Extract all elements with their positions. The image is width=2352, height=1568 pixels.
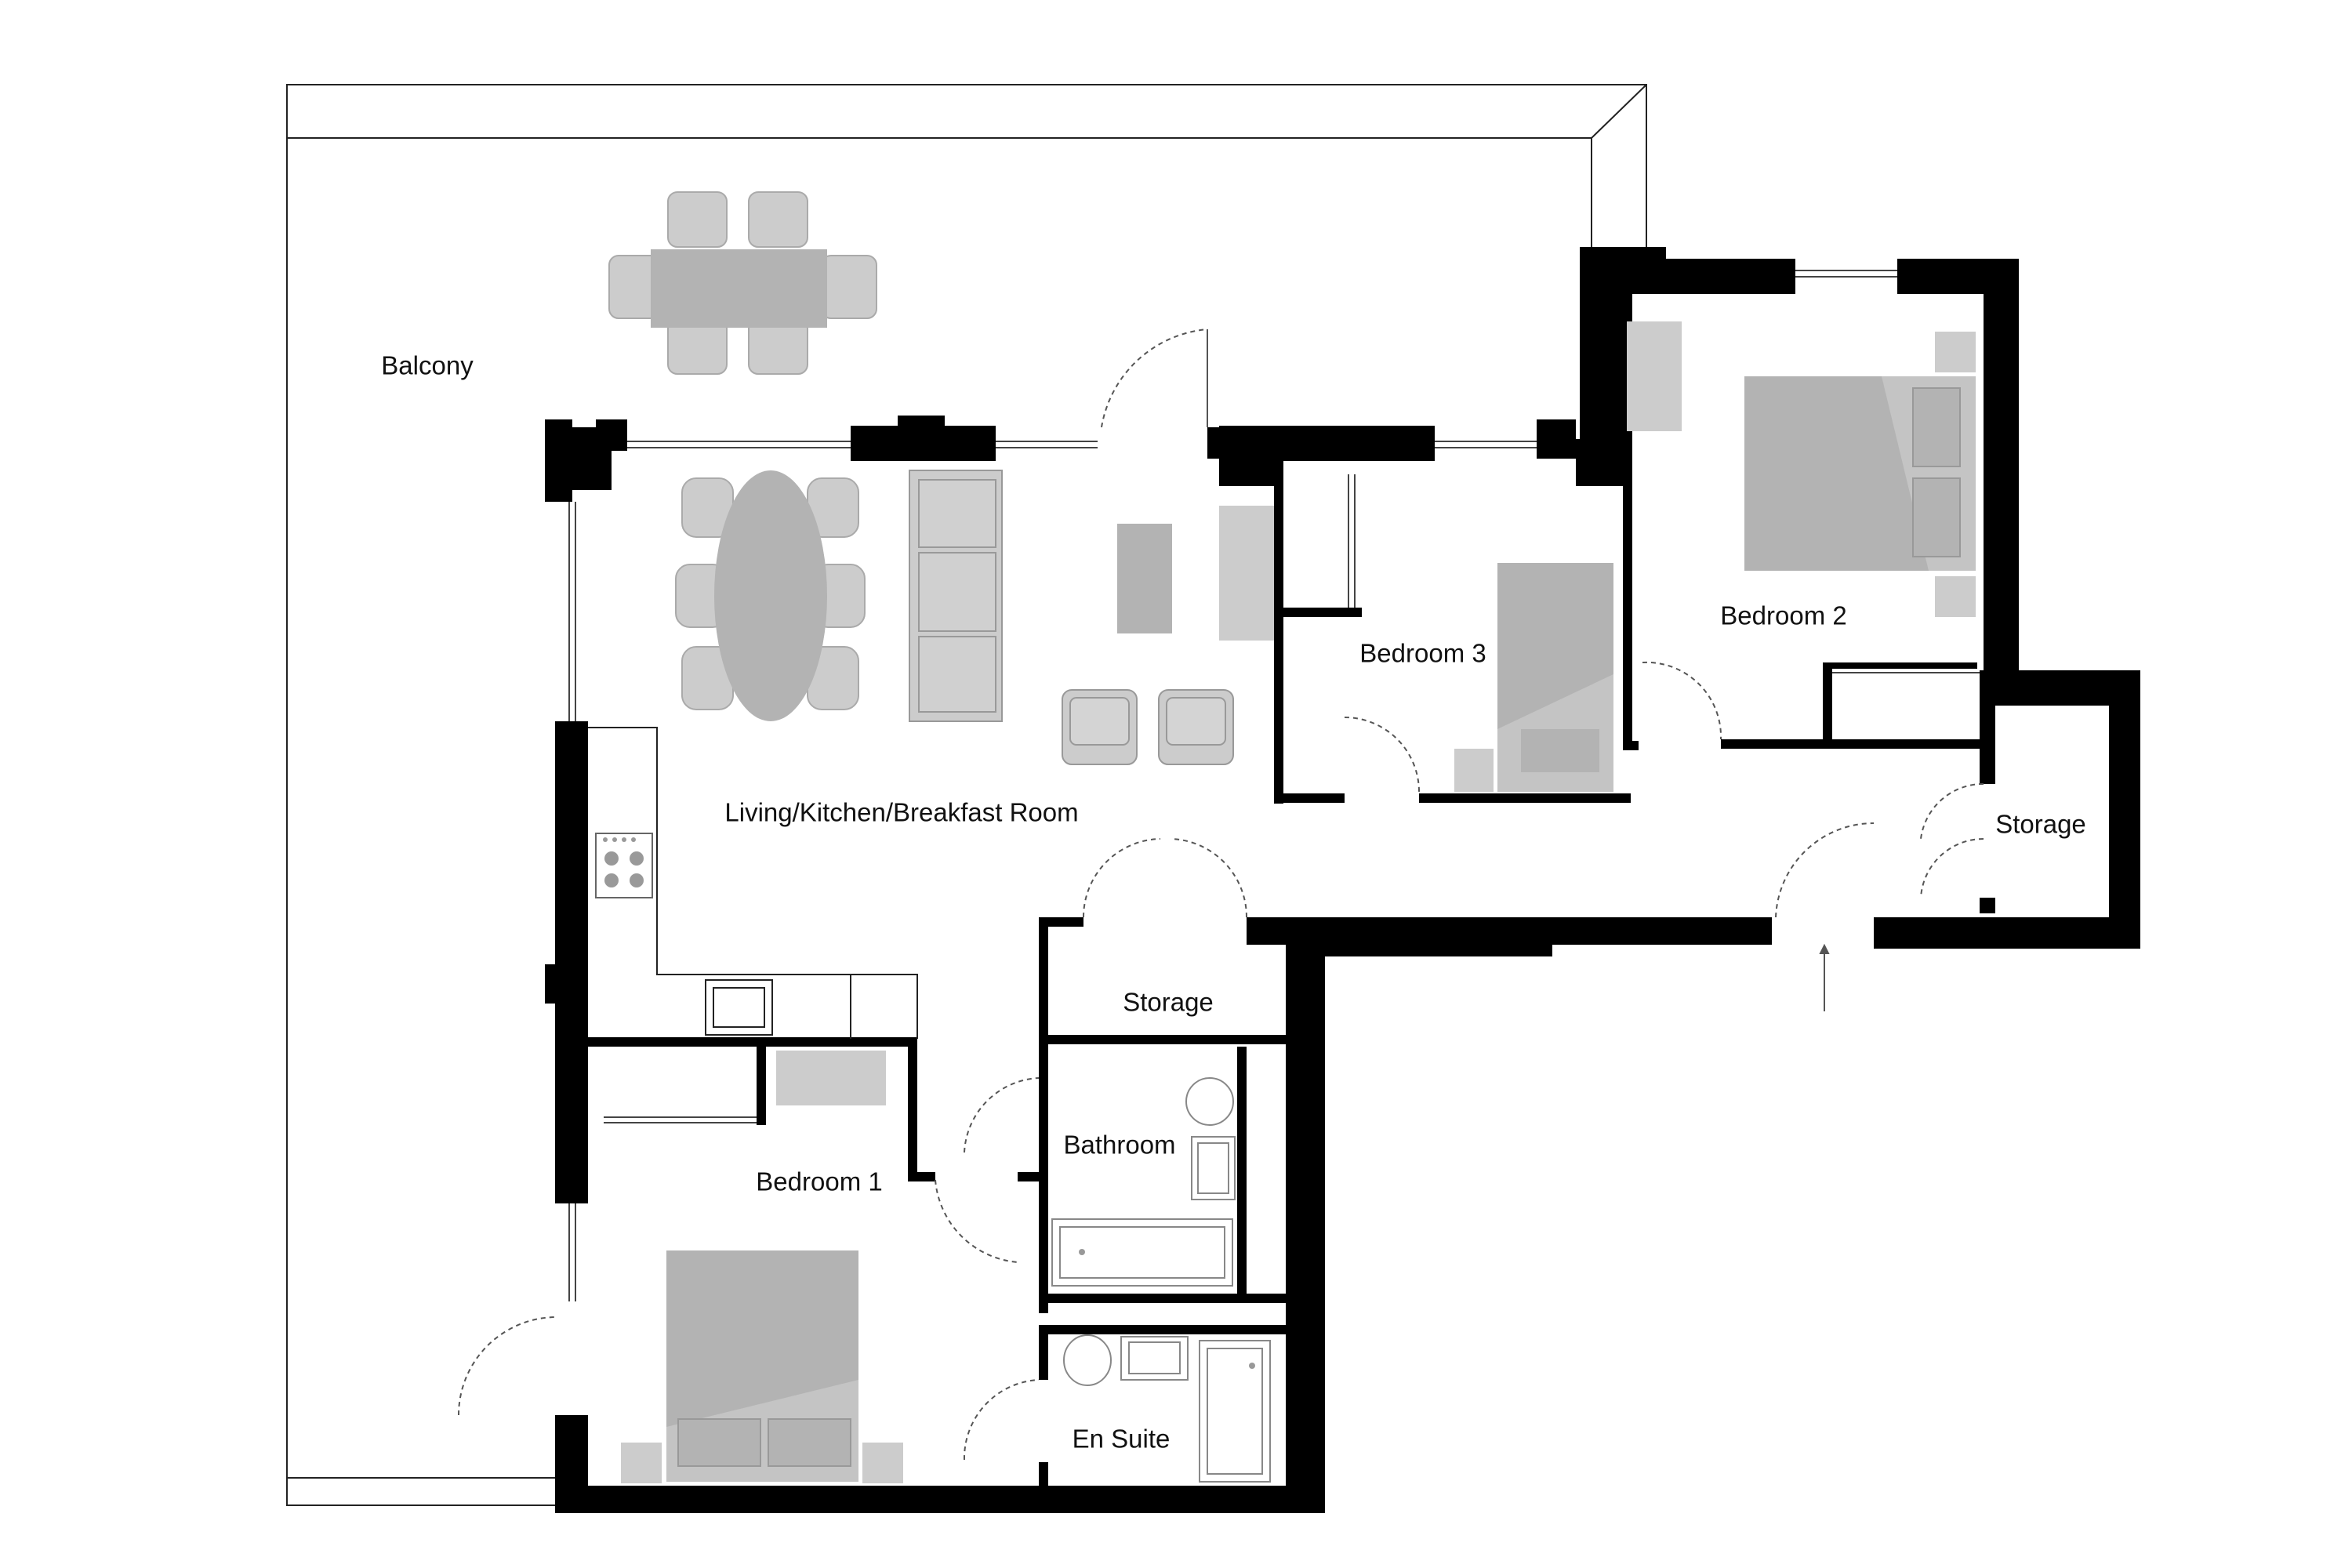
ensuite-bath-icon [1199, 1340, 1271, 1483]
balcony-dining-set [608, 191, 877, 375]
kitchen-counter [588, 727, 918, 1039]
coffee-table [1117, 524, 1172, 633]
balcony-outline [286, 84, 1647, 1506]
bedroom3-wardrobe [1348, 474, 1356, 608]
walls [545, 247, 2140, 1513]
ensuite-sink-icon [1120, 1336, 1189, 1381]
bedroom1-wardrobe [604, 1116, 757, 1123]
hob-icon [595, 833, 653, 898]
entrance-arrow-icon [1819, 943, 1830, 1011]
bedroom2-desk [1627, 321, 1682, 431]
windows [568, 270, 1897, 1301]
room-label-bedroom-3: Bedroom 3 [1359, 638, 1486, 668]
dining-table-set [675, 470, 866, 721]
sofa [909, 470, 1003, 722]
bathroom-toilet-icon [1185, 1077, 1234, 1126]
room-label-living-kitchen-breakfast: Living/Kitchen/Breakfast Room [724, 797, 1079, 827]
bathroom-sink-icon [1191, 1136, 1236, 1200]
room-label-bedroom-2: Bedroom 2 [1720, 601, 1847, 630]
bathroom-bath-icon [1051, 1218, 1233, 1287]
bathroom-fixtures [1051, 1077, 1236, 1287]
room-label-storage-right: Storage [1995, 809, 2086, 839]
ensuite-toilet-icon [1063, 1334, 1112, 1386]
room-label-balcony: Balcony [381, 350, 474, 380]
bedroom1-bed [621, 1250, 903, 1483]
bedroom3-bed [1454, 563, 1613, 792]
room-label-bedroom-1: Bedroom 1 [756, 1167, 883, 1196]
room-label-storage-hall: Storage [1123, 987, 1214, 1017]
room-label-bathroom: Bathroom [1063, 1130, 1176, 1160]
tv-unit [1219, 506, 1274, 641]
ensuite-fixtures [1063, 1334, 1271, 1483]
door-swings [458, 328, 1984, 1461]
armchairs [1062, 689, 1234, 765]
bedroom1-desk [776, 1051, 886, 1105]
room-label-en-suite: En Suite [1072, 1424, 1171, 1454]
bedroom2-bed [1744, 332, 1976, 617]
